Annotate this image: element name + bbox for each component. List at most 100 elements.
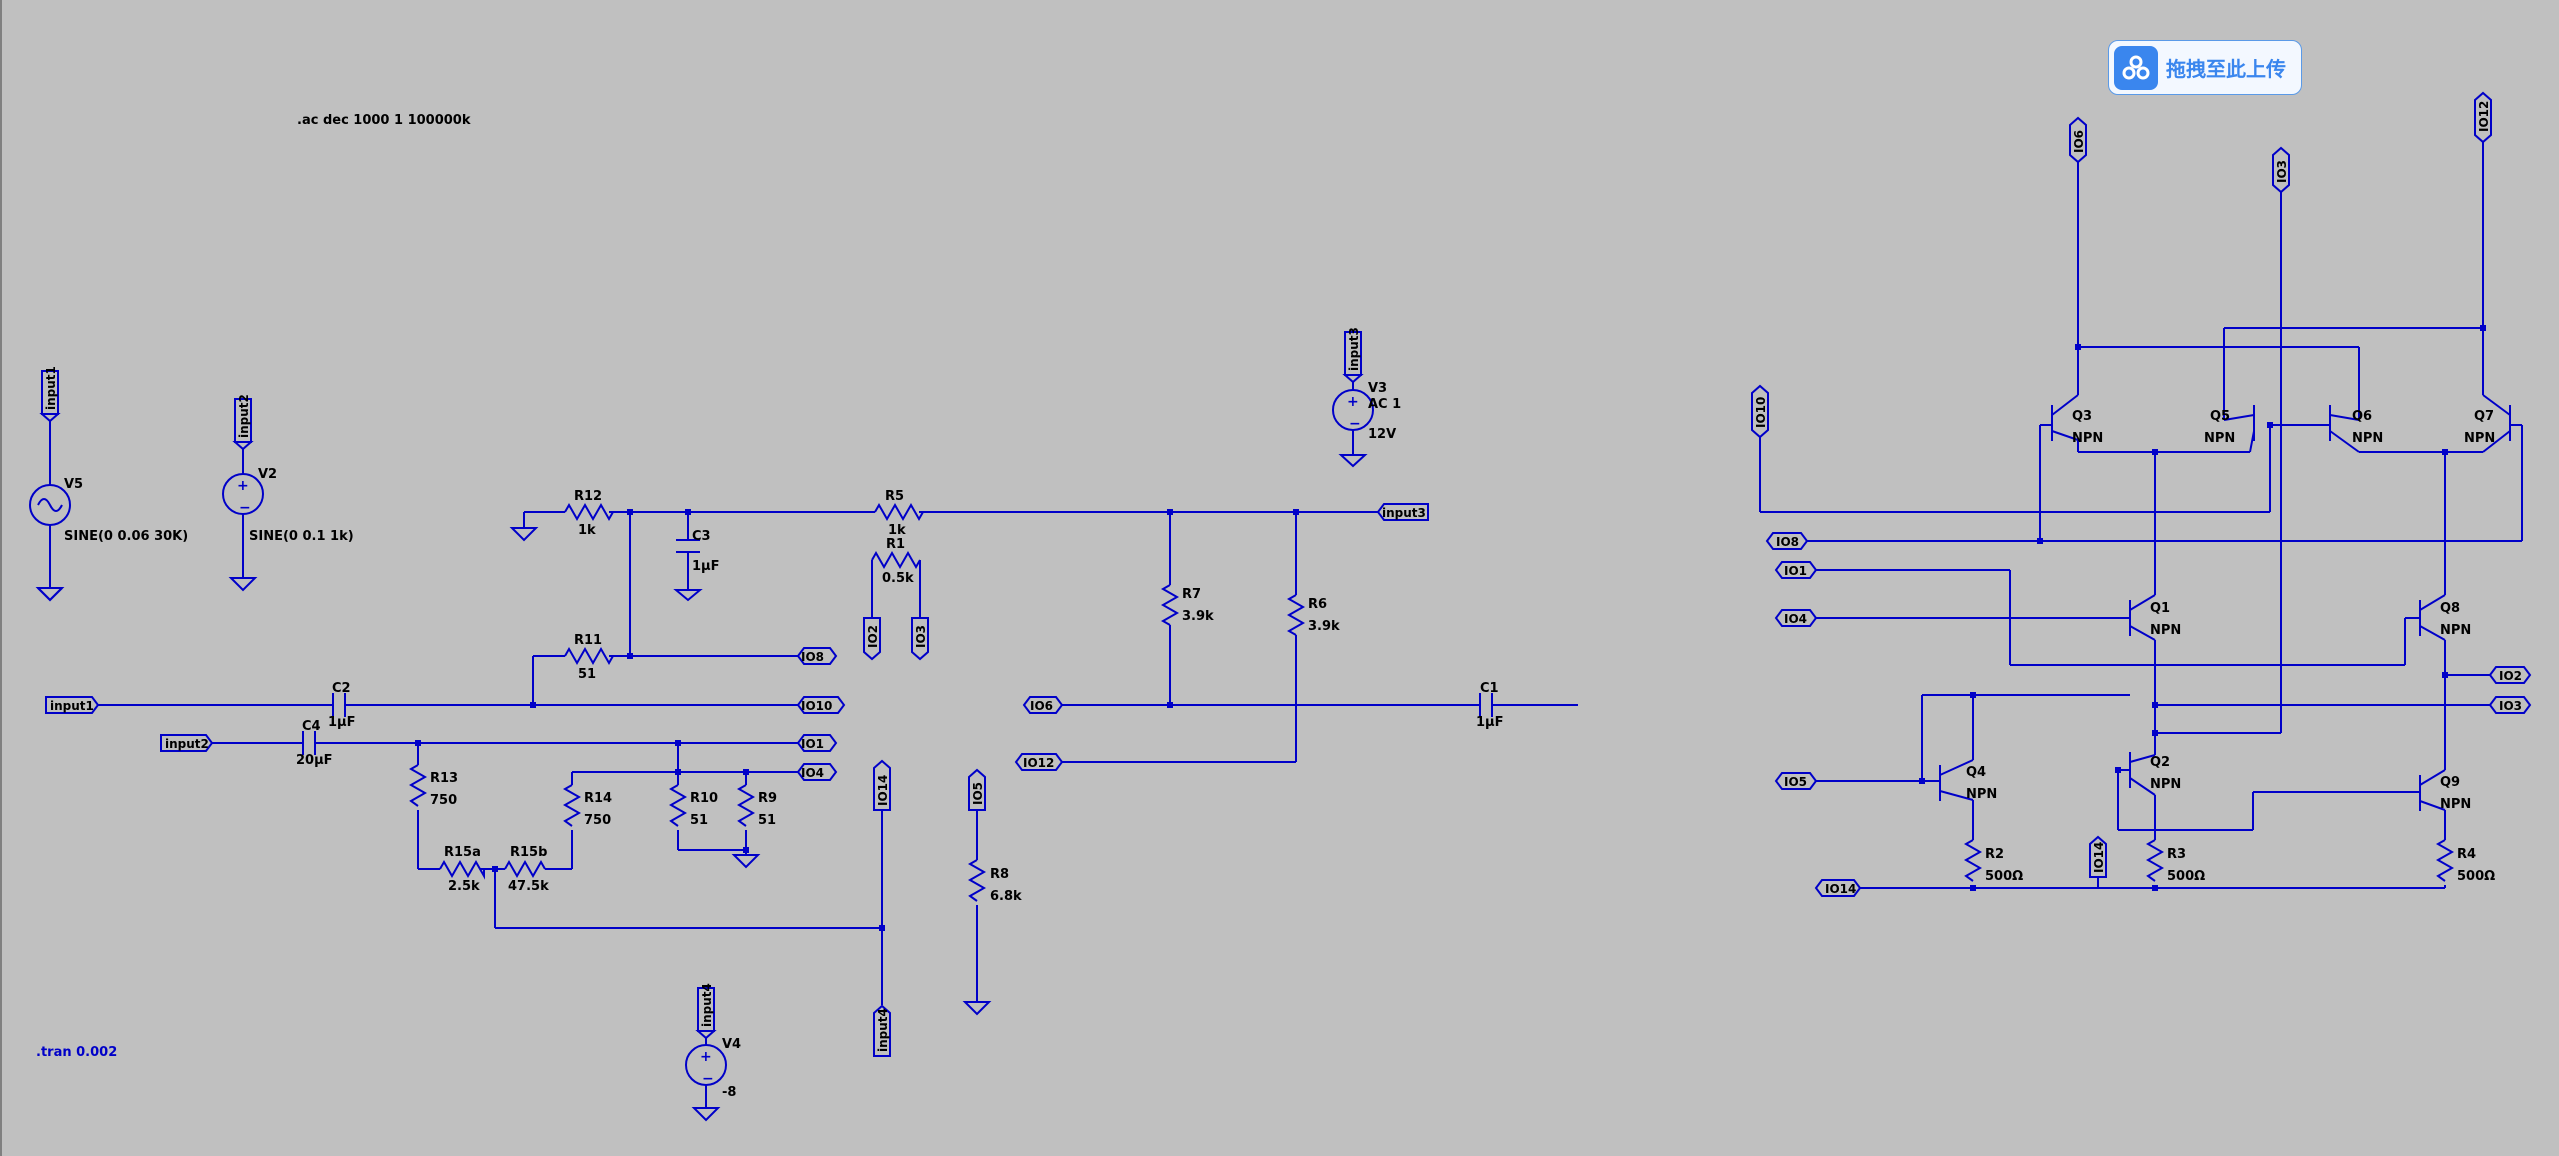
svg-text:0.5k: 0.5k bbox=[882, 571, 914, 586]
transistor-q6[interactable]: Q6 NPN bbox=[2329, 405, 2383, 453]
net-flag-io3-vertical[interactable]: IO3 bbox=[911, 617, 929, 661]
svg-text:NPN: NPN bbox=[2352, 431, 2383, 446]
resistor-r12[interactable]: R12 1k bbox=[564, 489, 614, 538]
capacitor-c4[interactable]: C4 20µF bbox=[296, 719, 333, 768]
svg-text:NPN: NPN bbox=[2072, 431, 2103, 446]
net-flag-io1-left[interactable]: IO1 bbox=[796, 734, 838, 752]
v3-name: V3 bbox=[1368, 381, 1387, 396]
svg-text:Q3: Q3 bbox=[2072, 409, 2092, 424]
svg-text:R11: R11 bbox=[574, 633, 602, 648]
capacitor-c3[interactable]: C3 1µF bbox=[676, 529, 720, 574]
net-flag-io6-top[interactable]: IO6 bbox=[2069, 116, 2087, 164]
net-flag-input3[interactable]: input3 bbox=[1376, 503, 1429, 521]
source-v5[interactable]: V5 SINE(0 0.06 30K) bbox=[29, 477, 188, 602]
svg-text:51: 51 bbox=[758, 813, 776, 828]
transistor-q7[interactable]: Q7 NPN bbox=[2464, 394, 2522, 453]
upload-label: 拖拽至此上传 bbox=[2166, 57, 2286, 81]
net-flag-io4-right[interactable]: IO4 bbox=[1774, 609, 1818, 627]
source-v3[interactable]: + − V3 AC 1 12V bbox=[1332, 381, 1401, 468]
transistor-q5[interactable]: Q5 NPN bbox=[2204, 405, 2255, 453]
net-flag-io4-left[interactable]: IO4 bbox=[796, 763, 838, 781]
transistor-q3[interactable]: Q3 NPN bbox=[2040, 394, 2103, 446]
wires bbox=[49, 380, 1578, 1005]
transistor-q9[interactable]: Q9 NPN bbox=[2419, 769, 2471, 812]
resistor-r5[interactable]: R5 1k bbox=[874, 489, 924, 538]
svg-text:R9: R9 bbox=[758, 791, 777, 806]
capacitor-c2[interactable]: C2 1µF bbox=[328, 681, 356, 730]
net-flag-io3-top[interactable]: IO3 bbox=[2272, 146, 2290, 194]
net-flag-io12-left[interactable]: IO12 bbox=[1014, 753, 1064, 771]
svg-text:R14: R14 bbox=[584, 791, 612, 806]
net-flag-io10-left[interactable]: IO10 bbox=[796, 696, 846, 714]
svg-text:Q1: Q1 bbox=[2150, 601, 2170, 616]
net-flag-io6-left[interactable]: IO6 bbox=[1022, 696, 1064, 714]
net-flag-input1[interactable]: input1 bbox=[45, 696, 100, 714]
svg-text:+: + bbox=[700, 1049, 712, 1065]
svg-text:C1: C1 bbox=[1480, 681, 1499, 696]
net-flag-io8-left[interactable]: IO8 bbox=[796, 647, 838, 665]
svg-text:6.8k: 6.8k bbox=[990, 889, 1022, 904]
svg-text:500Ω: 500Ω bbox=[2457, 869, 2495, 884]
net-flag-input2-vertical[interactable]: input2 bbox=[232, 394, 254, 451]
source-v2[interactable]: + − V2 SINE(0 0.1 1k) bbox=[222, 467, 354, 592]
net-flag-io3-right[interactable]: IO3 bbox=[2488, 696, 2532, 714]
net-flag-input3-vertical[interactable]: input3 bbox=[1342, 327, 1364, 384]
svg-text:input3: input3 bbox=[1347, 327, 1361, 371]
capacitor-c1[interactable]: C1 1µF bbox=[1476, 681, 1504, 730]
transistor-q8[interactable]: Q8 NPN bbox=[2405, 594, 2471, 641]
svg-text:51: 51 bbox=[578, 667, 596, 682]
svg-text:IO1: IO1 bbox=[801, 737, 824, 751]
resistor-r14[interactable]: R14 750 bbox=[562, 784, 612, 828]
transistor-q4[interactable]: Q4 NPN bbox=[1939, 759, 1997, 802]
svg-text:47.5k: 47.5k bbox=[508, 879, 549, 894]
net-flag-io10-vertical[interactable]: IO10 bbox=[1751, 384, 1769, 439]
resistor-r15b[interactable]: R15b 47.5k bbox=[504, 845, 549, 894]
net-flag-io8-right[interactable]: IO8 bbox=[1765, 532, 1809, 550]
svg-text:750: 750 bbox=[430, 793, 457, 808]
svg-text:IO10: IO10 bbox=[801, 699, 832, 713]
resistor-r2[interactable]: R2 500Ω bbox=[1963, 839, 2023, 884]
net-flag-input1-vertical[interactable]: input1 bbox=[39, 366, 61, 423]
svg-text:R13: R13 bbox=[430, 771, 458, 786]
svg-text:NPN: NPN bbox=[2464, 431, 2495, 446]
svg-text:IO4: IO4 bbox=[1784, 612, 1807, 626]
resistor-r7[interactable]: R7 3.9k bbox=[1160, 584, 1214, 626]
resistor-r10[interactable]: R10 51 bbox=[668, 784, 718, 828]
resistor-r9[interactable]: R9 51 bbox=[736, 784, 777, 828]
resistor-r4[interactable]: R4 500Ω bbox=[2435, 839, 2495, 884]
source-v4[interactable]: + − V4 -8 bbox=[685, 1035, 741, 1122]
net-flag-input4-bottom[interactable]: input4 bbox=[873, 1004, 891, 1057]
net-flag-io14-right[interactable]: IO14 bbox=[1814, 879, 1862, 897]
svg-text:Q6: Q6 bbox=[2352, 409, 2372, 424]
svg-text:R2: R2 bbox=[1985, 847, 2004, 862]
resistor-r15a[interactable]: R15a 2.5k bbox=[439, 845, 485, 894]
resistor-r6[interactable]: R6 3.9k bbox=[1286, 594, 1340, 636]
svg-text:R5: R5 bbox=[885, 489, 904, 504]
net-flag-io2-right[interactable]: IO2 bbox=[2488, 666, 2532, 684]
net-flag-input4-vertical[interactable]: input4 bbox=[695, 983, 717, 1040]
ac-directive[interactable]: .ac dec 1000 1 100000k bbox=[297, 113, 471, 128]
resistor-r11[interactable]: R11 51 bbox=[564, 633, 614, 682]
tran-directive[interactable]: .tran 0.002 bbox=[36, 1045, 117, 1060]
svg-text:IO12: IO12 bbox=[2477, 101, 2491, 132]
resistor-r8[interactable]: R8 6.8k bbox=[967, 859, 1022, 904]
resistor-r3[interactable]: R3 500Ω bbox=[2145, 839, 2205, 884]
svg-text:R15a: R15a bbox=[444, 845, 481, 860]
net-flag-io12-top[interactable]: IO12 bbox=[2474, 91, 2492, 144]
net-flag-io1-right[interactable]: IO1 bbox=[1774, 561, 1818, 579]
net-flag-io14-vertical[interactable]: IO14 bbox=[873, 759, 891, 811]
resistor-r13[interactable]: R13 750 bbox=[408, 764, 458, 808]
net-flag-io14-vertical-right[interactable]: IO14 bbox=[2089, 835, 2107, 878]
transistor-q1[interactable]: Q1 NPN bbox=[2129, 594, 2181, 641]
resistor-r1[interactable]: R1 0.5k bbox=[871, 537, 921, 586]
drag-upload-button[interactable]: 拖拽至此上传 bbox=[2108, 40, 2302, 95]
svg-text:input4: input4 bbox=[700, 983, 714, 1027]
net-flag-io5-right[interactable]: IO5 bbox=[1774, 772, 1818, 790]
svg-text:IO4: IO4 bbox=[801, 766, 824, 780]
svg-text:3.9k: 3.9k bbox=[1308, 619, 1340, 634]
net-flag-input2[interactable]: input2 bbox=[160, 734, 214, 752]
transistor-q2[interactable]: Q2 NPN bbox=[2118, 752, 2181, 796]
net-flag-io5-vertical[interactable]: IO5 bbox=[968, 768, 986, 811]
net-flag-io2-vertical[interactable]: IO2 bbox=[863, 617, 881, 661]
